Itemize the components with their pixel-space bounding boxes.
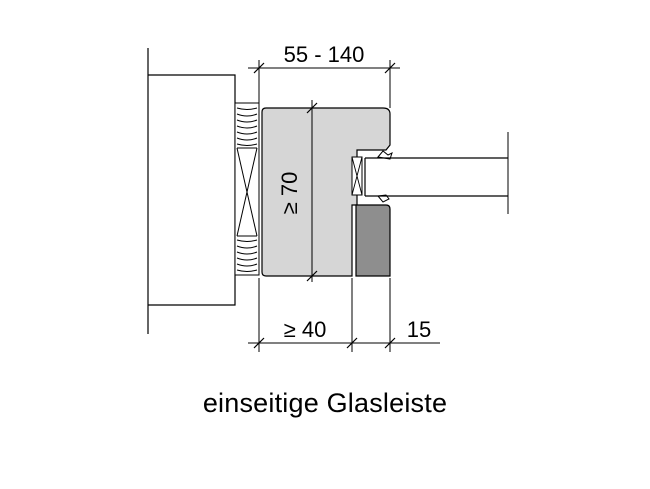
glass-pane	[364, 132, 509, 214]
glazing-seal	[351, 150, 393, 203]
depth-dimension-label: ≥ 70	[277, 172, 302, 215]
bottom-left-dimension-label: ≥ 40	[284, 317, 327, 342]
caption: einseitige Glasleiste	[202, 388, 448, 418]
wall-outline	[147, 48, 236, 334]
depth-dimension: ≥ 70	[277, 100, 318, 282]
glazing-bead	[355, 204, 391, 277]
insulation-strip	[234, 102, 260, 276]
bottom-right-dimension-label: 15	[407, 317, 431, 342]
window-frame	[261, 107, 391, 277]
top-dimension-label: 55 - 140	[284, 42, 365, 67]
top-dimension: 55 - 140	[248, 42, 400, 108]
bottom-dimension: ≥ 40 15	[248, 278, 440, 352]
